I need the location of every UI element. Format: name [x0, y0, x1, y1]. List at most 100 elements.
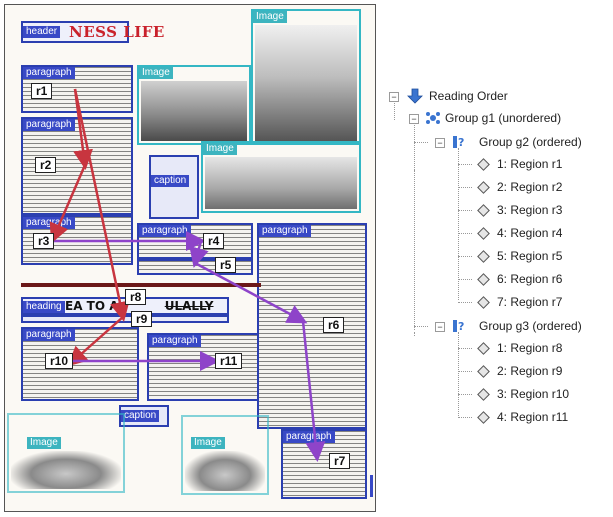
- reading-order-arrows: [49, 88, 326, 462]
- arrows-group-g2: [49, 231, 326, 462]
- tree-line: [458, 348, 472, 349]
- region-header[interactable]: header: [21, 21, 129, 43]
- region-label-r11: r11: [215, 353, 243, 369]
- tree-line: [414, 120, 415, 170]
- region-label-r5: r5: [215, 257, 237, 273]
- region-type-tag: caption: [151, 175, 190, 187]
- tree-line: [458, 187, 472, 188]
- region-image-car-right[interactable]: Image: [181, 415, 269, 495]
- region-label-r3: r3: [33, 233, 55, 249]
- region-node-icon: [477, 204, 490, 217]
- region-type-tag: paragraph: [259, 225, 311, 237]
- region-image-train[interactable]: Image: [137, 65, 251, 145]
- page-scrollbar[interactable]: [370, 475, 373, 497]
- tree-line: [394, 98, 395, 120]
- arrow-r4-r5: [189, 240, 209, 268]
- region-node-icon: [477, 342, 490, 355]
- masthead-text: NESS LIFE: [69, 23, 165, 41]
- region-r7-paragraph[interactable]: paragraph: [281, 429, 367, 499]
- region-node-icon: [477, 388, 490, 401]
- collapse-toggle[interactable]: −: [435, 322, 445, 332]
- region-node-icon: [477, 227, 490, 240]
- photo: [141, 81, 247, 141]
- tree-line: [458, 302, 472, 303]
- region-label-r10: r10: [45, 353, 74, 369]
- tree-line: [414, 326, 428, 327]
- region-label-r1: r1: [31, 83, 53, 99]
- tree-label-group-g1: Group g1 (unordered): [445, 111, 562, 125]
- region-type-tag: Image: [203, 143, 237, 155]
- tree-item-label: 3: Region r10: [497, 387, 570, 401]
- reading-order-tree[interactable]: − Reading Order − Group g1 (unordered) −…: [383, 80, 611, 424]
- region-node-icon: [477, 296, 490, 309]
- tree-line: [458, 256, 472, 257]
- tree-item-label: 5: Region r5: [497, 249, 563, 263]
- region-caption-lower[interactable]: caption: [119, 405, 169, 427]
- tree-line: [414, 332, 415, 336]
- region-type-tag: header: [23, 26, 61, 38]
- region-type-tag: paragraph: [23, 67, 75, 79]
- tree-line: [458, 371, 472, 372]
- collapse-toggle[interactable]: −: [409, 114, 419, 124]
- region-image-cathedral[interactable]: Image: [251, 9, 361, 145]
- region-label-r8: r8: [125, 289, 147, 305]
- region-node-icon: [477, 181, 490, 194]
- region-type-tag: caption: [121, 410, 160, 422]
- svg-text:?: ?: [458, 136, 464, 149]
- tree-item-label: 4: Region r4: [497, 226, 563, 240]
- collapse-toggle[interactable]: −: [435, 138, 445, 148]
- tree-item-label: 1: Region r8: [497, 341, 563, 355]
- region-label-r4: r4: [203, 233, 225, 249]
- tree-line: [458, 394, 472, 395]
- photo: [255, 25, 357, 141]
- arrows-red: [49, 88, 130, 367]
- region-label-r2: r2: [35, 157, 57, 173]
- tree-item-label: 1: Region r1: [497, 157, 563, 171]
- region-type-tag: Image: [191, 437, 225, 449]
- ordered-group-icon: ?: [453, 320, 464, 333]
- region-label-r6: r6: [323, 317, 345, 333]
- tree-line: [458, 164, 472, 165]
- headline-text: EA TO A ULALLY: [65, 299, 214, 313]
- arrow-r9-r10: [67, 316, 124, 367]
- region-caption-middle[interactable]: caption: [149, 155, 199, 219]
- region-node-icon: [477, 411, 490, 424]
- arrow-r6-r7: [301, 320, 326, 462]
- region-node-icon: [477, 365, 490, 378]
- region-type-tag: paragraph: [139, 225, 191, 237]
- arrow-r5-r6: [194, 261, 308, 324]
- headline-part-struck: ULALLY: [164, 299, 214, 313]
- region-type-tag: heading: [23, 301, 65, 313]
- photo: [205, 157, 357, 209]
- svg-text:?: ?: [458, 320, 464, 333]
- region-type-tag: Image: [139, 67, 173, 79]
- region-node-icon: [477, 273, 490, 286]
- tree-line: [414, 142, 428, 143]
- region-r6-paragraph[interactable]: paragraph: [257, 223, 367, 429]
- ordered-group-icon: ?: [453, 136, 464, 149]
- region-type-tag: paragraph: [283, 431, 335, 443]
- tree-line: [458, 417, 472, 418]
- tree-item-label: 2: Region r2: [497, 180, 563, 194]
- tree-item-label: 7: Region r7: [497, 295, 563, 309]
- tree-item-label: 3: Region r3: [497, 203, 563, 217]
- collapse-toggle[interactable]: −: [389, 92, 399, 102]
- tree-item-label: 6: Region r6: [497, 272, 563, 286]
- tree-line: [458, 210, 472, 211]
- tree-line: [458, 233, 472, 234]
- headline-part: EA TO A: [65, 299, 119, 313]
- photo: [185, 451, 265, 491]
- tree-line: [458, 279, 472, 280]
- region-image-car-left[interactable]: Image: [7, 413, 125, 493]
- region-node-icon: [477, 158, 490, 171]
- region-r11-paragraph[interactable]: paragraph: [147, 333, 259, 401]
- region-type-tag: paragraph: [23, 329, 75, 341]
- tree-label-group-g2: Group g2 (ordered): [479, 135, 582, 149]
- region-type-tag: Image: [253, 11, 287, 23]
- photo: [11, 451, 121, 489]
- arrow-r1-r9: [73, 88, 130, 322]
- region-image-car-road[interactable]: Image: [201, 141, 361, 213]
- region-type-tag: paragraph: [23, 119, 75, 131]
- tree-line: [414, 170, 415, 330]
- reading-order-arrow-icon: [407, 88, 423, 104]
